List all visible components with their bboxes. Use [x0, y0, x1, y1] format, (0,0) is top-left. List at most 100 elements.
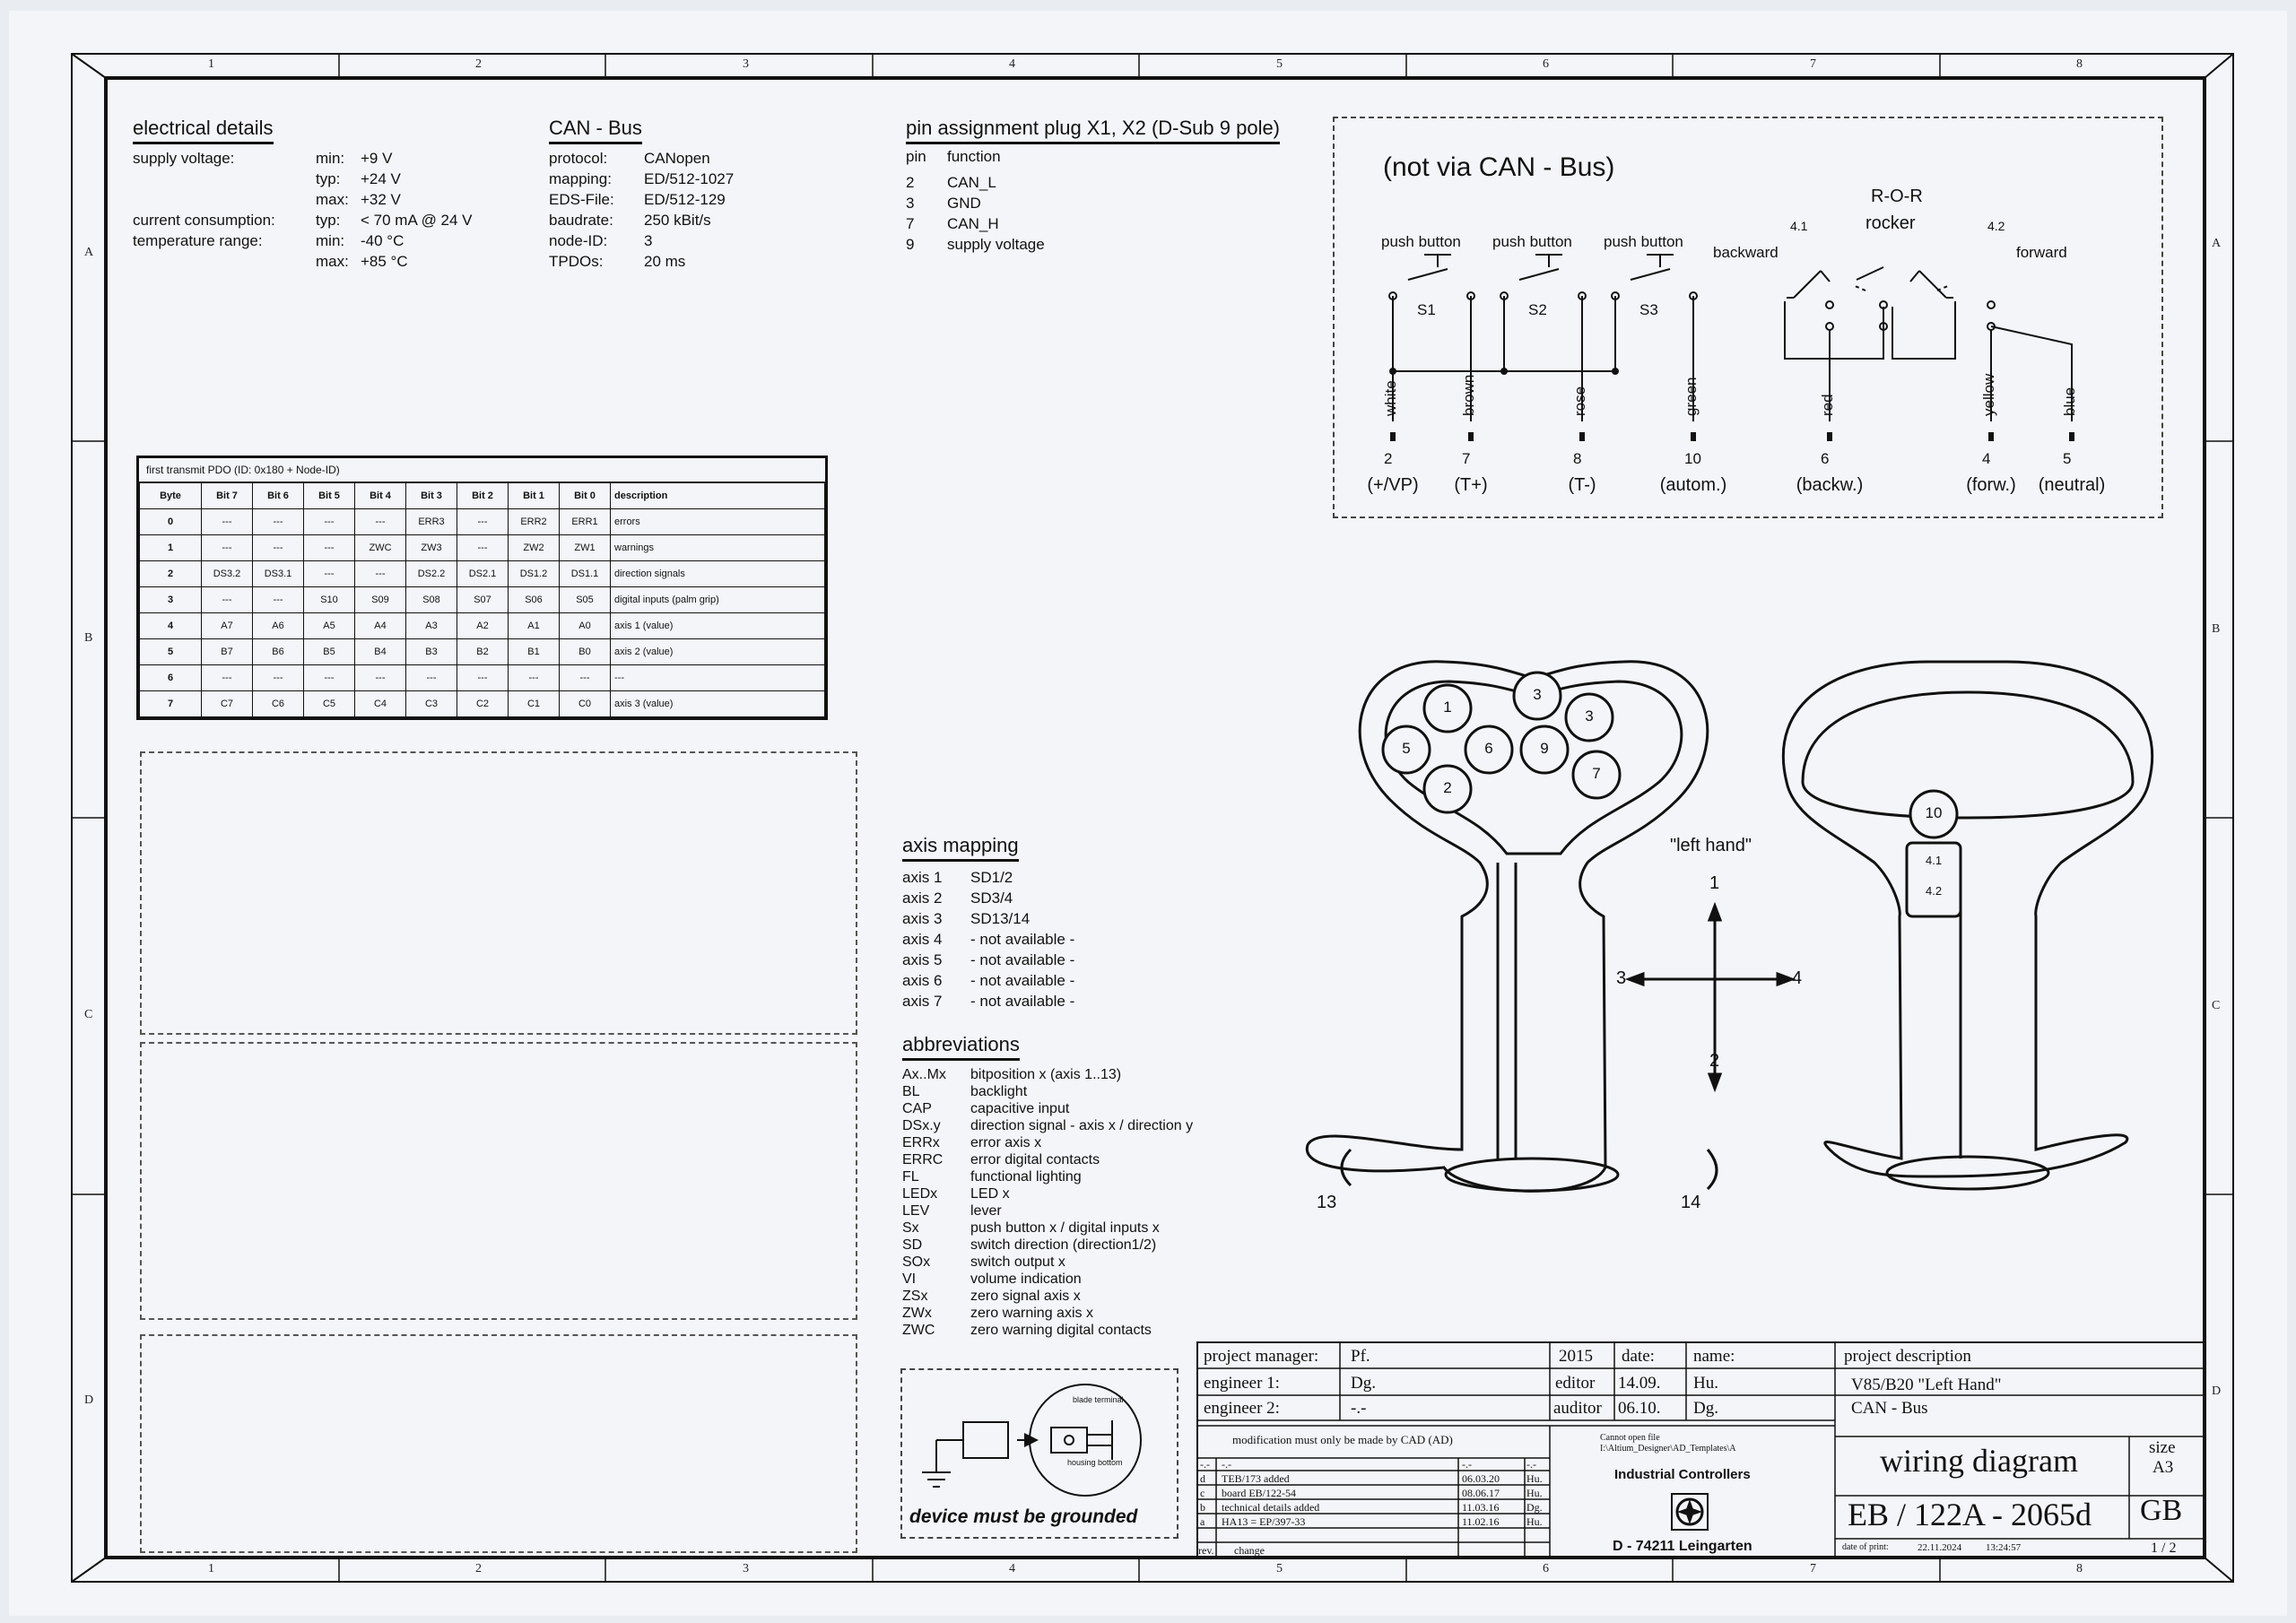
ruler-col-7-bottom: 7 [1810, 1562, 1816, 1575]
abbreviation-term: VI [902, 1271, 917, 1287]
can-value: ED/512-129 [644, 191, 726, 208]
electrical-value: < 70 mA @ 24 V [361, 212, 473, 229]
wire-function-label: (autom.) [1659, 475, 1727, 495]
tb-lang: GB [2140, 1494, 2183, 1527]
joystick-button-label: 9 [1540, 740, 1549, 757]
pdo-cell: 2 [139, 560, 202, 587]
tb-date-label: date: [1622, 1347, 1655, 1366]
pdo-cell: digital inputs (palm grip) [610, 586, 825, 613]
pin-number: 2 [906, 174, 915, 191]
abbreviation-meaning: zero warning digital contacts [970, 1323, 1152, 1338]
axis-value: SD13/14 [970, 910, 1031, 927]
tb-year: 2015 [1559, 1347, 1593, 1366]
pdo-cell: --- [354, 508, 406, 535]
abbreviation-meaning: bitposition x (axis 1..13) [970, 1067, 1122, 1082]
switch-s1-label: S1 [1417, 301, 1436, 318]
abbreviation-term: ZWC [902, 1323, 935, 1338]
company-logo-icon [1671, 1493, 1709, 1531]
can-value: ED/512-1027 [644, 170, 735, 187]
electrical-key: max: [316, 191, 349, 208]
axis-name: axis 5 [902, 951, 943, 968]
ruler-col-6-bottom: 6 [1543, 1562, 1549, 1575]
pdo-cell: B7 [201, 638, 253, 665]
tb-doc-type: wiring diagram [1880, 1443, 2078, 1479]
can-row: TPDOs:20 ms [549, 251, 734, 272]
ruler-row-a: A [84, 246, 94, 259]
tb-auditor-label: auditor [1553, 1399, 1602, 1418]
forward-label: forward [2016, 244, 2067, 261]
can-value: 250 kBit/s [644, 212, 711, 229]
tb-doc-number: EB / 122A - 2065d [1848, 1497, 2092, 1532]
abbreviation-term: Ax..Mx [902, 1067, 946, 1082]
pdo-caption: first transmit PDO (ID: 0x180 + Node-ID) [139, 458, 825, 482]
push-button-label-2: push button [1492, 233, 1572, 250]
tb-sheet: 1 / 2 [2151, 1541, 2177, 1556]
wire-pin-number: 5 [2063, 450, 2072, 467]
drawing-frame [71, 53, 2234, 1583]
pos-42-label: 4.2 [1987, 219, 2005, 233]
tb-editor-label: editor [1555, 1374, 1596, 1393]
electrical-value: -40 °C [361, 232, 404, 249]
can-value: CANopen [644, 150, 710, 167]
electrical-row: max:+32 V [133, 189, 473, 210]
revision-date: 11.03.16 [1462, 1501, 1500, 1514]
pdo-cell: 4 [139, 612, 202, 639]
pdo-header-cell: Bit 6 [252, 482, 304, 509]
pdo-cell: 7 [139, 690, 202, 717]
pdo-cell: B0 [559, 638, 611, 665]
revision-date: -.- [1462, 1458, 1472, 1471]
push-button-label-1: push button [1381, 233, 1461, 250]
tb-project-desc-label: project description [1844, 1347, 1971, 1366]
pdo-cell: ZW2 [508, 534, 560, 561]
switch-s3-label: S3 [1639, 301, 1658, 318]
pdo-cell: B1 [508, 638, 560, 665]
axis-up-label: 1 [1709, 873, 1720, 893]
electrical-row: current consumption:typ:< 70 mA @ 24 V [133, 210, 473, 230]
wire-function-label: (+/VP) [1367, 475, 1419, 495]
joystick-button-label: 3 [1533, 686, 1542, 703]
revision-change: technical details added [1222, 1501, 1320, 1514]
pin-function: CAN_H [947, 215, 999, 232]
revision-date: 06.03.20 [1462, 1472, 1500, 1485]
revision-letter: -.- [1200, 1458, 1210, 1471]
pdo-cell: 3 [139, 586, 202, 613]
abbreviation-meaning: functional lighting [970, 1169, 1082, 1185]
pdo-table-container: first transmit PDO (ID: 0x180 + Node-ID)… [136, 456, 828, 720]
revision-name: Hu. [1526, 1515, 1543, 1528]
pdo-cell: DS2.1 [457, 560, 509, 587]
abbreviation-term: SD [902, 1237, 923, 1253]
wire-function-label: (neutral) [2038, 475, 2106, 495]
electrical-value: +9 V [361, 150, 393, 167]
pdo-cell: axis 1 (value) [610, 612, 825, 639]
ruler-col-6: 6 [1543, 57, 1549, 71]
axis-value: SD1/2 [970, 869, 1013, 886]
axis-name: axis 2 [902, 890, 943, 907]
revision-change: board EB/122-54 [1222, 1487, 1296, 1499]
tb-change-label: change [1234, 1544, 1265, 1557]
push-button-s2-symbol [1500, 254, 1587, 421]
grounding-box [900, 1368, 1178, 1539]
abbreviation-meaning: push button x / digital inputs x [970, 1220, 1160, 1236]
electrical-row: typ:+24 V [133, 169, 473, 189]
pdo-cell: S10 [303, 586, 355, 613]
ruler-row-c: C [84, 1008, 93, 1021]
tb-editor-name: Hu. [1693, 1374, 1718, 1393]
backward-label: backward [1713, 244, 1779, 261]
ruler-row-b: B [84, 631, 93, 645]
placeholder-box-2 [140, 1042, 857, 1320]
pdo-cell: --- [201, 508, 253, 535]
push-button-s3-symbol [1611, 254, 1698, 421]
pdo-cell: --- [405, 664, 457, 691]
